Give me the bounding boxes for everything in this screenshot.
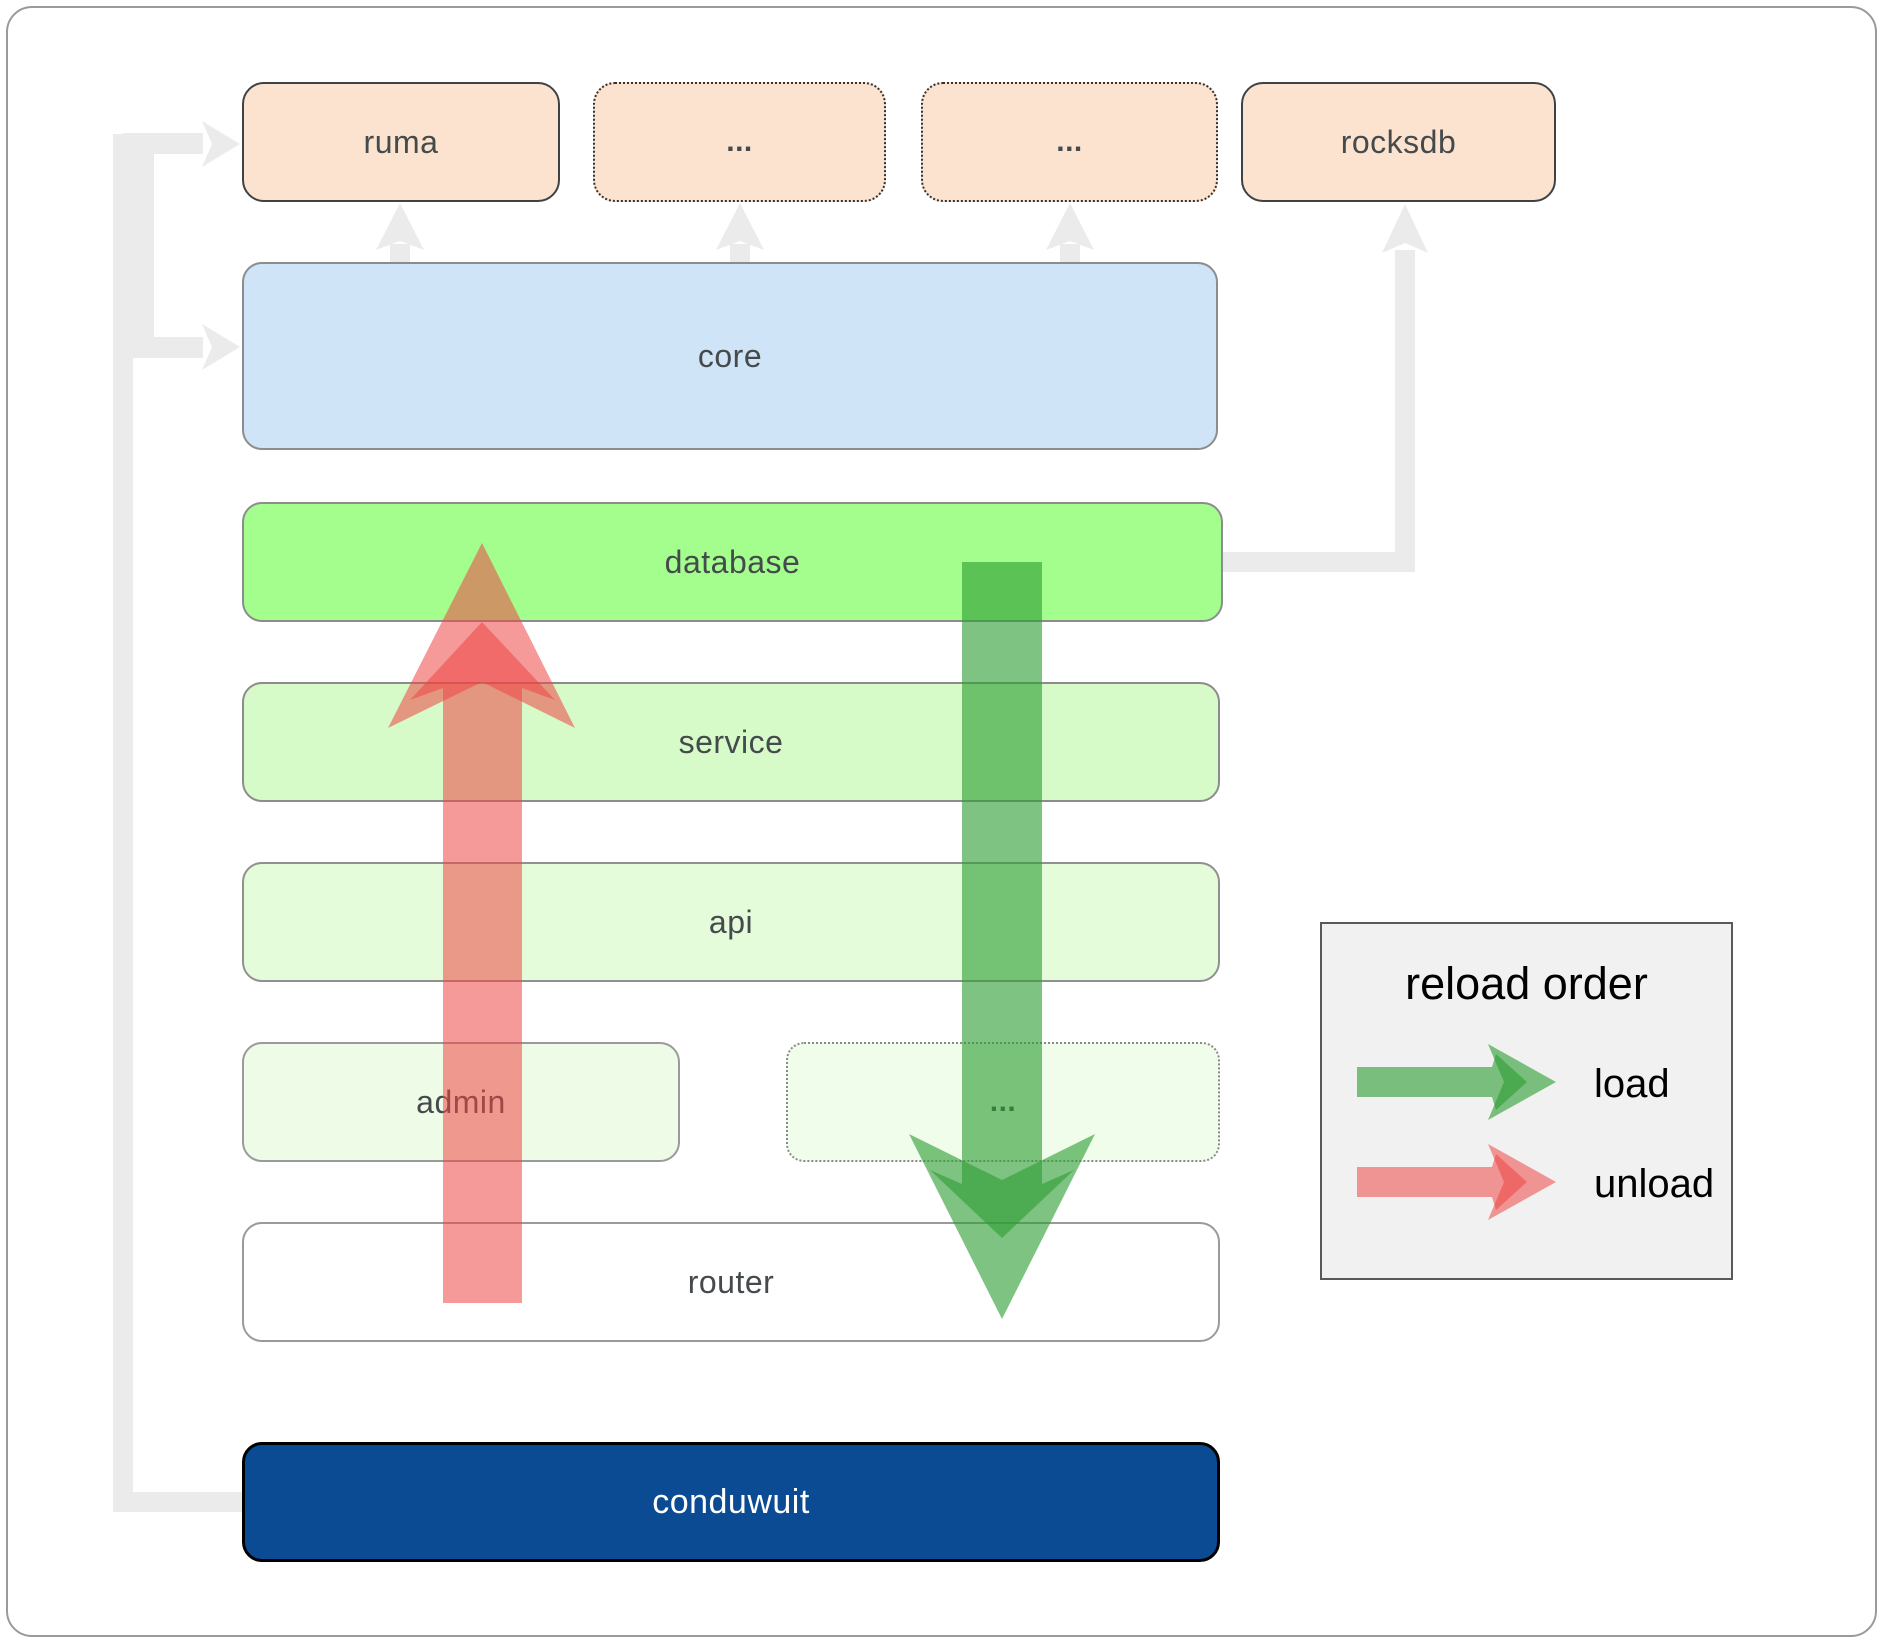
node-rocksdb: rocksdb xyxy=(1241,82,1556,202)
node-api: api xyxy=(242,862,1220,982)
node-conduwuit-label: conduwuit xyxy=(652,1482,810,1521)
legend-title: reload order xyxy=(1405,958,1648,1009)
node-database: database xyxy=(242,502,1223,622)
node-service-label: service xyxy=(678,723,784,760)
node-api-label: api xyxy=(708,903,754,940)
node-ruma: ruma xyxy=(242,82,560,202)
node-ellipsis-top-2: ... xyxy=(921,82,1218,202)
node-conduwuit: conduwuit xyxy=(242,1442,1220,1562)
node-router: router xyxy=(242,1222,1220,1342)
legend-unload-label: unload xyxy=(1594,1161,1715,1206)
legend-load-label: load xyxy=(1594,1061,1670,1106)
diagram-frame xyxy=(6,6,1877,1637)
node-admin-label: admin xyxy=(416,1083,506,1120)
node-rocksdb-label: rocksdb xyxy=(1340,123,1457,160)
node-core: core xyxy=(242,262,1218,450)
node-ellipsis-mid-label: ... xyxy=(989,1085,1017,1118)
node-admin: admin xyxy=(242,1042,680,1162)
node-ellipsis-top-1-label: ... xyxy=(726,125,753,158)
node-core-label: core xyxy=(697,337,763,374)
node-router-label: router xyxy=(687,1263,775,1300)
legend: reload order load unload xyxy=(1320,922,1733,1280)
node-ellipsis-mid: ... xyxy=(786,1042,1220,1162)
node-ruma-label: ruma xyxy=(363,123,439,160)
node-ellipsis-top-1: ... xyxy=(593,82,886,202)
node-ellipsis-top-2-label: ... xyxy=(1056,125,1083,158)
node-database-label: database xyxy=(664,543,801,580)
node-service: service xyxy=(242,682,1220,802)
